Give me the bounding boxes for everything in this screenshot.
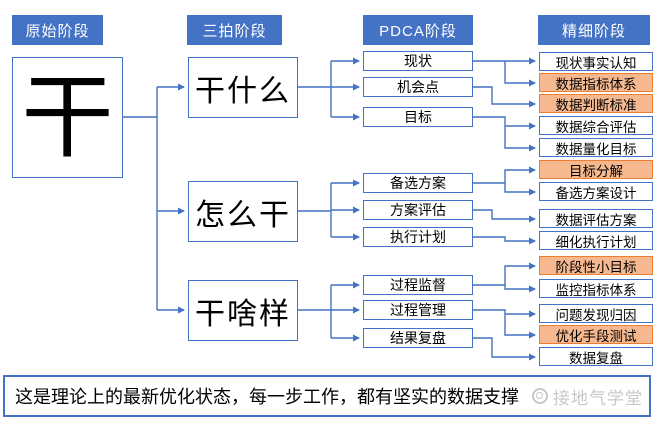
connector-arrow (504, 126, 536, 152)
header-pdca-stage: PDCA阶段 (363, 15, 473, 45)
pdca-node-execution-plan: 执行计划 (363, 227, 473, 247)
fine-node-refined-execution-plan: 细化执行计划 (539, 231, 653, 250)
header-fine-stage: 精细阶段 (538, 15, 650, 45)
pdca-node-plan-evaluation: 方案评估 (363, 200, 473, 220)
fine-node-problem-attribution: 问题发现归因 (539, 304, 653, 323)
watermark-label: 接地气学堂 (553, 388, 643, 408)
pdca-node-result-review: 结果复盘 (363, 328, 473, 348)
fine-node-judgment-standard: 数据判断标准 (539, 94, 653, 113)
connectors-stage3-stage4 (473, 57, 536, 361)
connector-arrow (504, 61, 536, 87)
footer-note: 这是理论上的最新优化状态，每一步工作，都有坚实的数据支撑 接地气学堂 (3, 375, 651, 417)
connectors-stage2-stage3 (298, 57, 360, 342)
connector-arrow (473, 309, 536, 318)
stage2-node-how-it-went: 干啥样 (188, 280, 298, 341)
fine-node-optimization-testing: 优化手段测试 (539, 325, 653, 344)
connector-arrow (473, 236, 536, 245)
connector-arrow (473, 262, 536, 286)
pdca-node-opportunity: 机会点 (363, 77, 473, 97)
pdca-node-process-management: 过程管理 (363, 300, 473, 320)
header-original-stage: 原始阶段 (12, 15, 103, 45)
stage2-node-how-to-do: 怎么干 (188, 181, 298, 242)
connectors-stage1-stage2 (123, 83, 185, 314)
connector-arrow (504, 183, 536, 196)
pdca-node-current-state: 现状 (363, 51, 473, 71)
connector-arrow (473, 116, 536, 130)
connector-arrow (473, 337, 536, 361)
connector-arrow (473, 166, 536, 184)
pdca-node-goal: 目标 (363, 107, 473, 127)
connector-arrow (473, 209, 536, 223)
fine-node-metric-system: 数据指标体系 (539, 73, 653, 92)
fine-node-goal-decomposition: 目标分解 (539, 160, 653, 179)
connector-arrow (504, 285, 536, 293)
connector-arrow (504, 314, 536, 339)
fine-node-fact-cognition: 现状事实认知 (539, 52, 653, 71)
watermark-logo-icon (532, 388, 548, 404)
connector-arrow (473, 86, 536, 108)
stage2-node-what-to-do: 干什么 (188, 57, 298, 118)
stage1-node-gan: 干 (12, 57, 123, 178)
fine-node-alternative-design: 备选方案设计 (539, 182, 653, 201)
pdca-node-alternatives: 备选方案 (363, 173, 473, 193)
fine-node-data-evaluation-plan: 数据评估方案 (539, 209, 653, 228)
fine-node-data-review: 数据复盘 (539, 347, 653, 366)
fine-node-phased-small-goal: 阶段性小目标 (539, 256, 653, 275)
fine-node-comprehensive-evaluation: 数据综合评估 (539, 116, 653, 135)
pdca-node-process-supervision: 过程监督 (363, 275, 473, 295)
footer-note-text: 这是理论上的最新优化状态，每一步工作，都有坚实的数据支撑 (15, 387, 519, 407)
fine-node-monitoring-metric-system: 监控指标体系 (539, 279, 653, 298)
watermark: 接地气学堂 (532, 377, 643, 415)
header-three-guess-stage: 三拍阶段 (187, 15, 282, 45)
fine-node-quantified-goal: 数据量化目标 (539, 138, 653, 157)
